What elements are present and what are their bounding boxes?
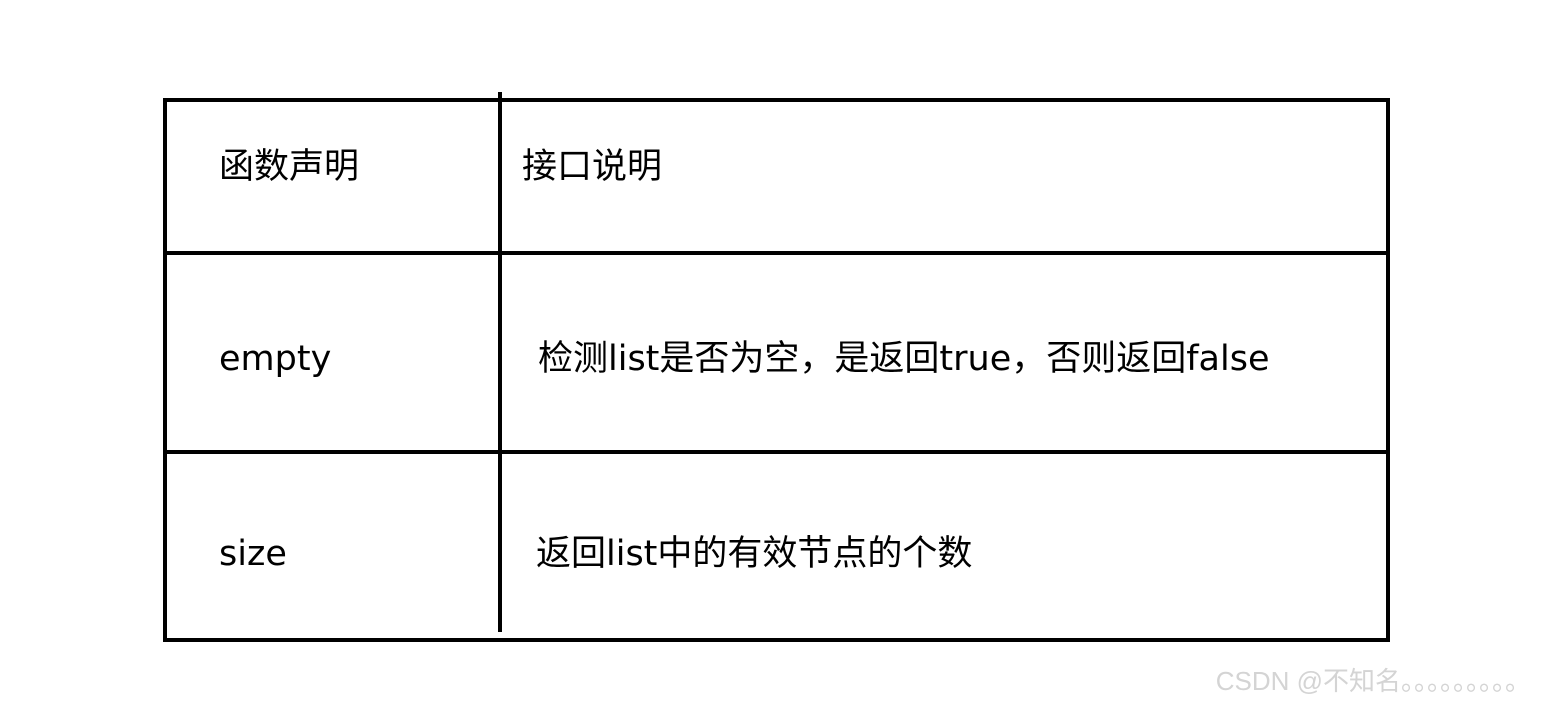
row-size-description: 返回list中的有效节点的个数 <box>536 534 973 574</box>
row-divider-header <box>163 251 1390 255</box>
row-empty-name: empty <box>219 339 332 379</box>
row-divider-1 <box>163 450 1390 454</box>
header-function-declaration: 函数声明 <box>219 147 360 187</box>
column-divider <box>498 92 502 632</box>
row-empty-description: 检测list是否为空，是返回true，否则返回false <box>538 339 1270 379</box>
header-interface-description: 接口说明 <box>522 147 663 187</box>
csdn-watermark: CSDN @不知名。。。。。。。。。 <box>1215 666 1531 696</box>
row-size-name: size <box>219 534 287 574</box>
function-table <box>163 98 1390 642</box>
